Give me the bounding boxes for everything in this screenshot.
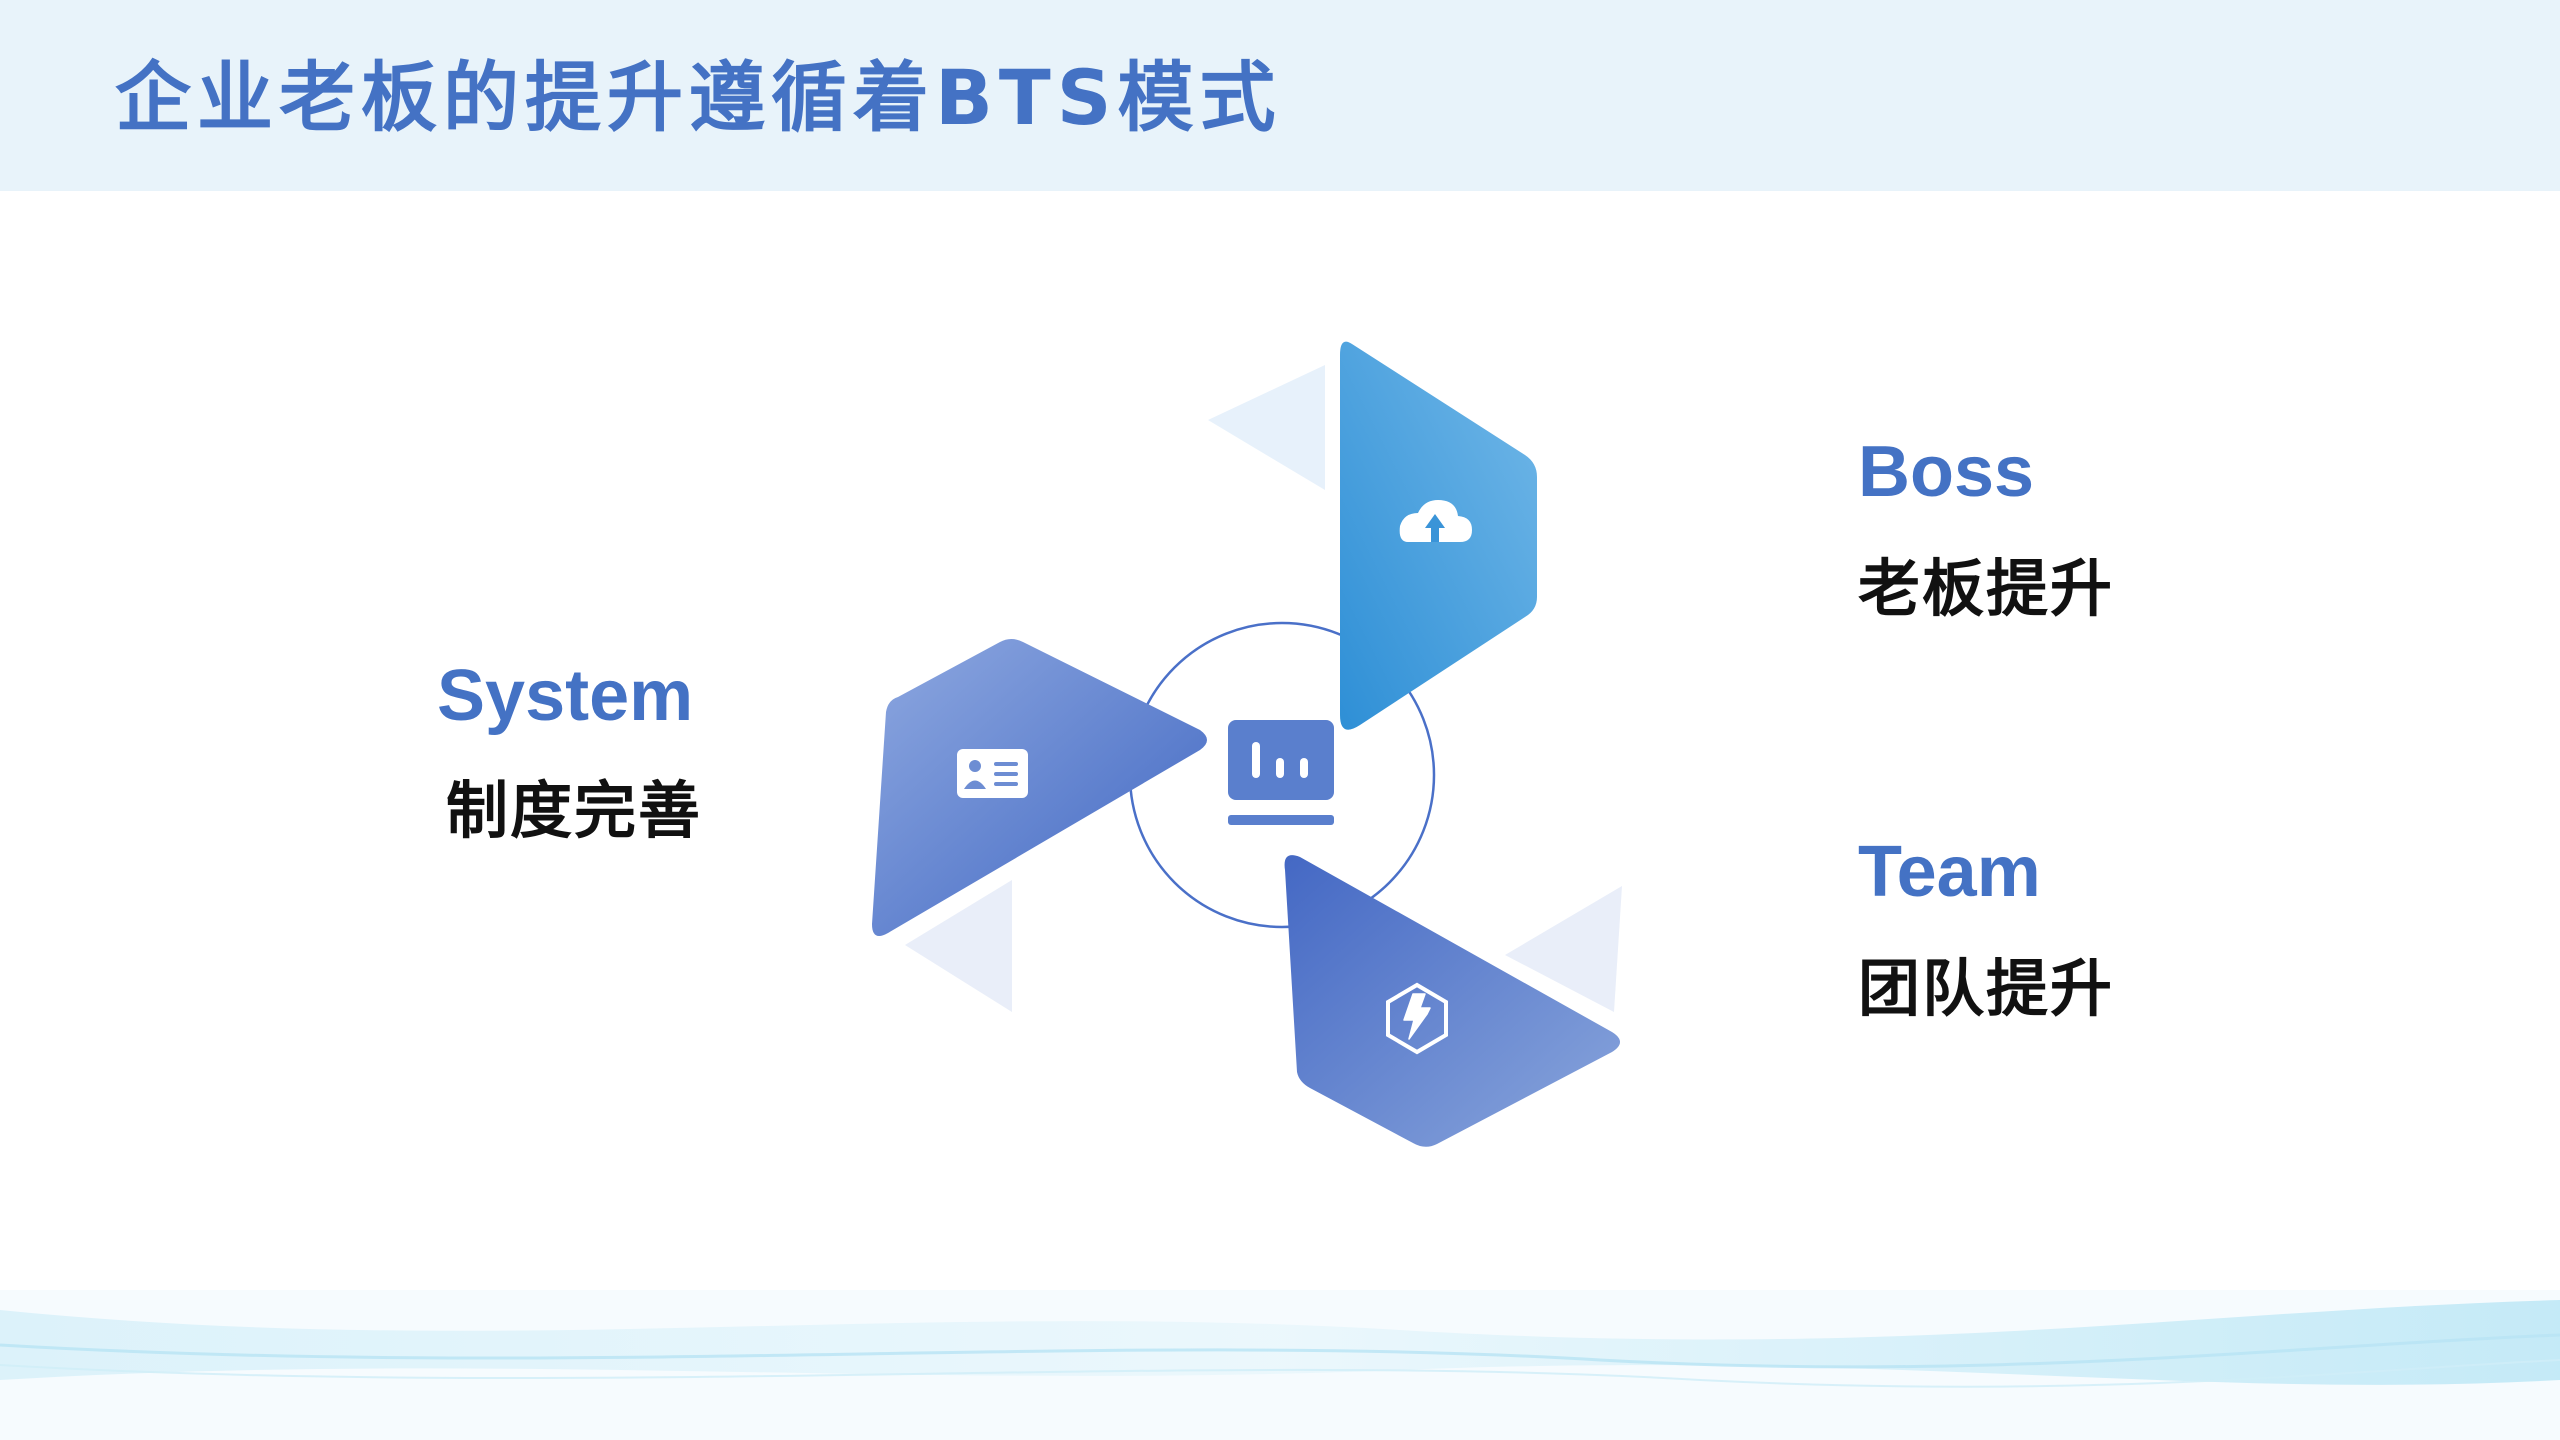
system-label-cn: 制度完善 [446, 774, 703, 847]
header-band [0, 0, 2560, 191]
team-ghost-triangle [1505, 886, 1622, 1012]
boss-label-en: Boss [1858, 432, 2035, 512]
decorative-wave [0, 1290, 2560, 1440]
cloud-upload-icon [1399, 500, 1472, 542]
page-title: 企业老板的提升遵循着BTS模式 [115, 53, 1282, 142]
boss-label-cn: 老板提升 [1858, 552, 2115, 625]
id-card-icon [957, 749, 1028, 798]
team-blade [1284, 855, 1620, 1147]
hexagon-lightning-icon [1386, 982, 1448, 1055]
boss-ghost-triangle [1208, 365, 1325, 490]
team-label-en: Team [1858, 832, 2041, 912]
team-label-cn: 团队提升 [1858, 952, 2115, 1025]
system-ghost-triangle [905, 880, 1012, 1012]
system-blade [872, 639, 1207, 936]
system-label-en: System [437, 656, 694, 736]
bar-chart-monitor-icon [1228, 720, 1334, 825]
